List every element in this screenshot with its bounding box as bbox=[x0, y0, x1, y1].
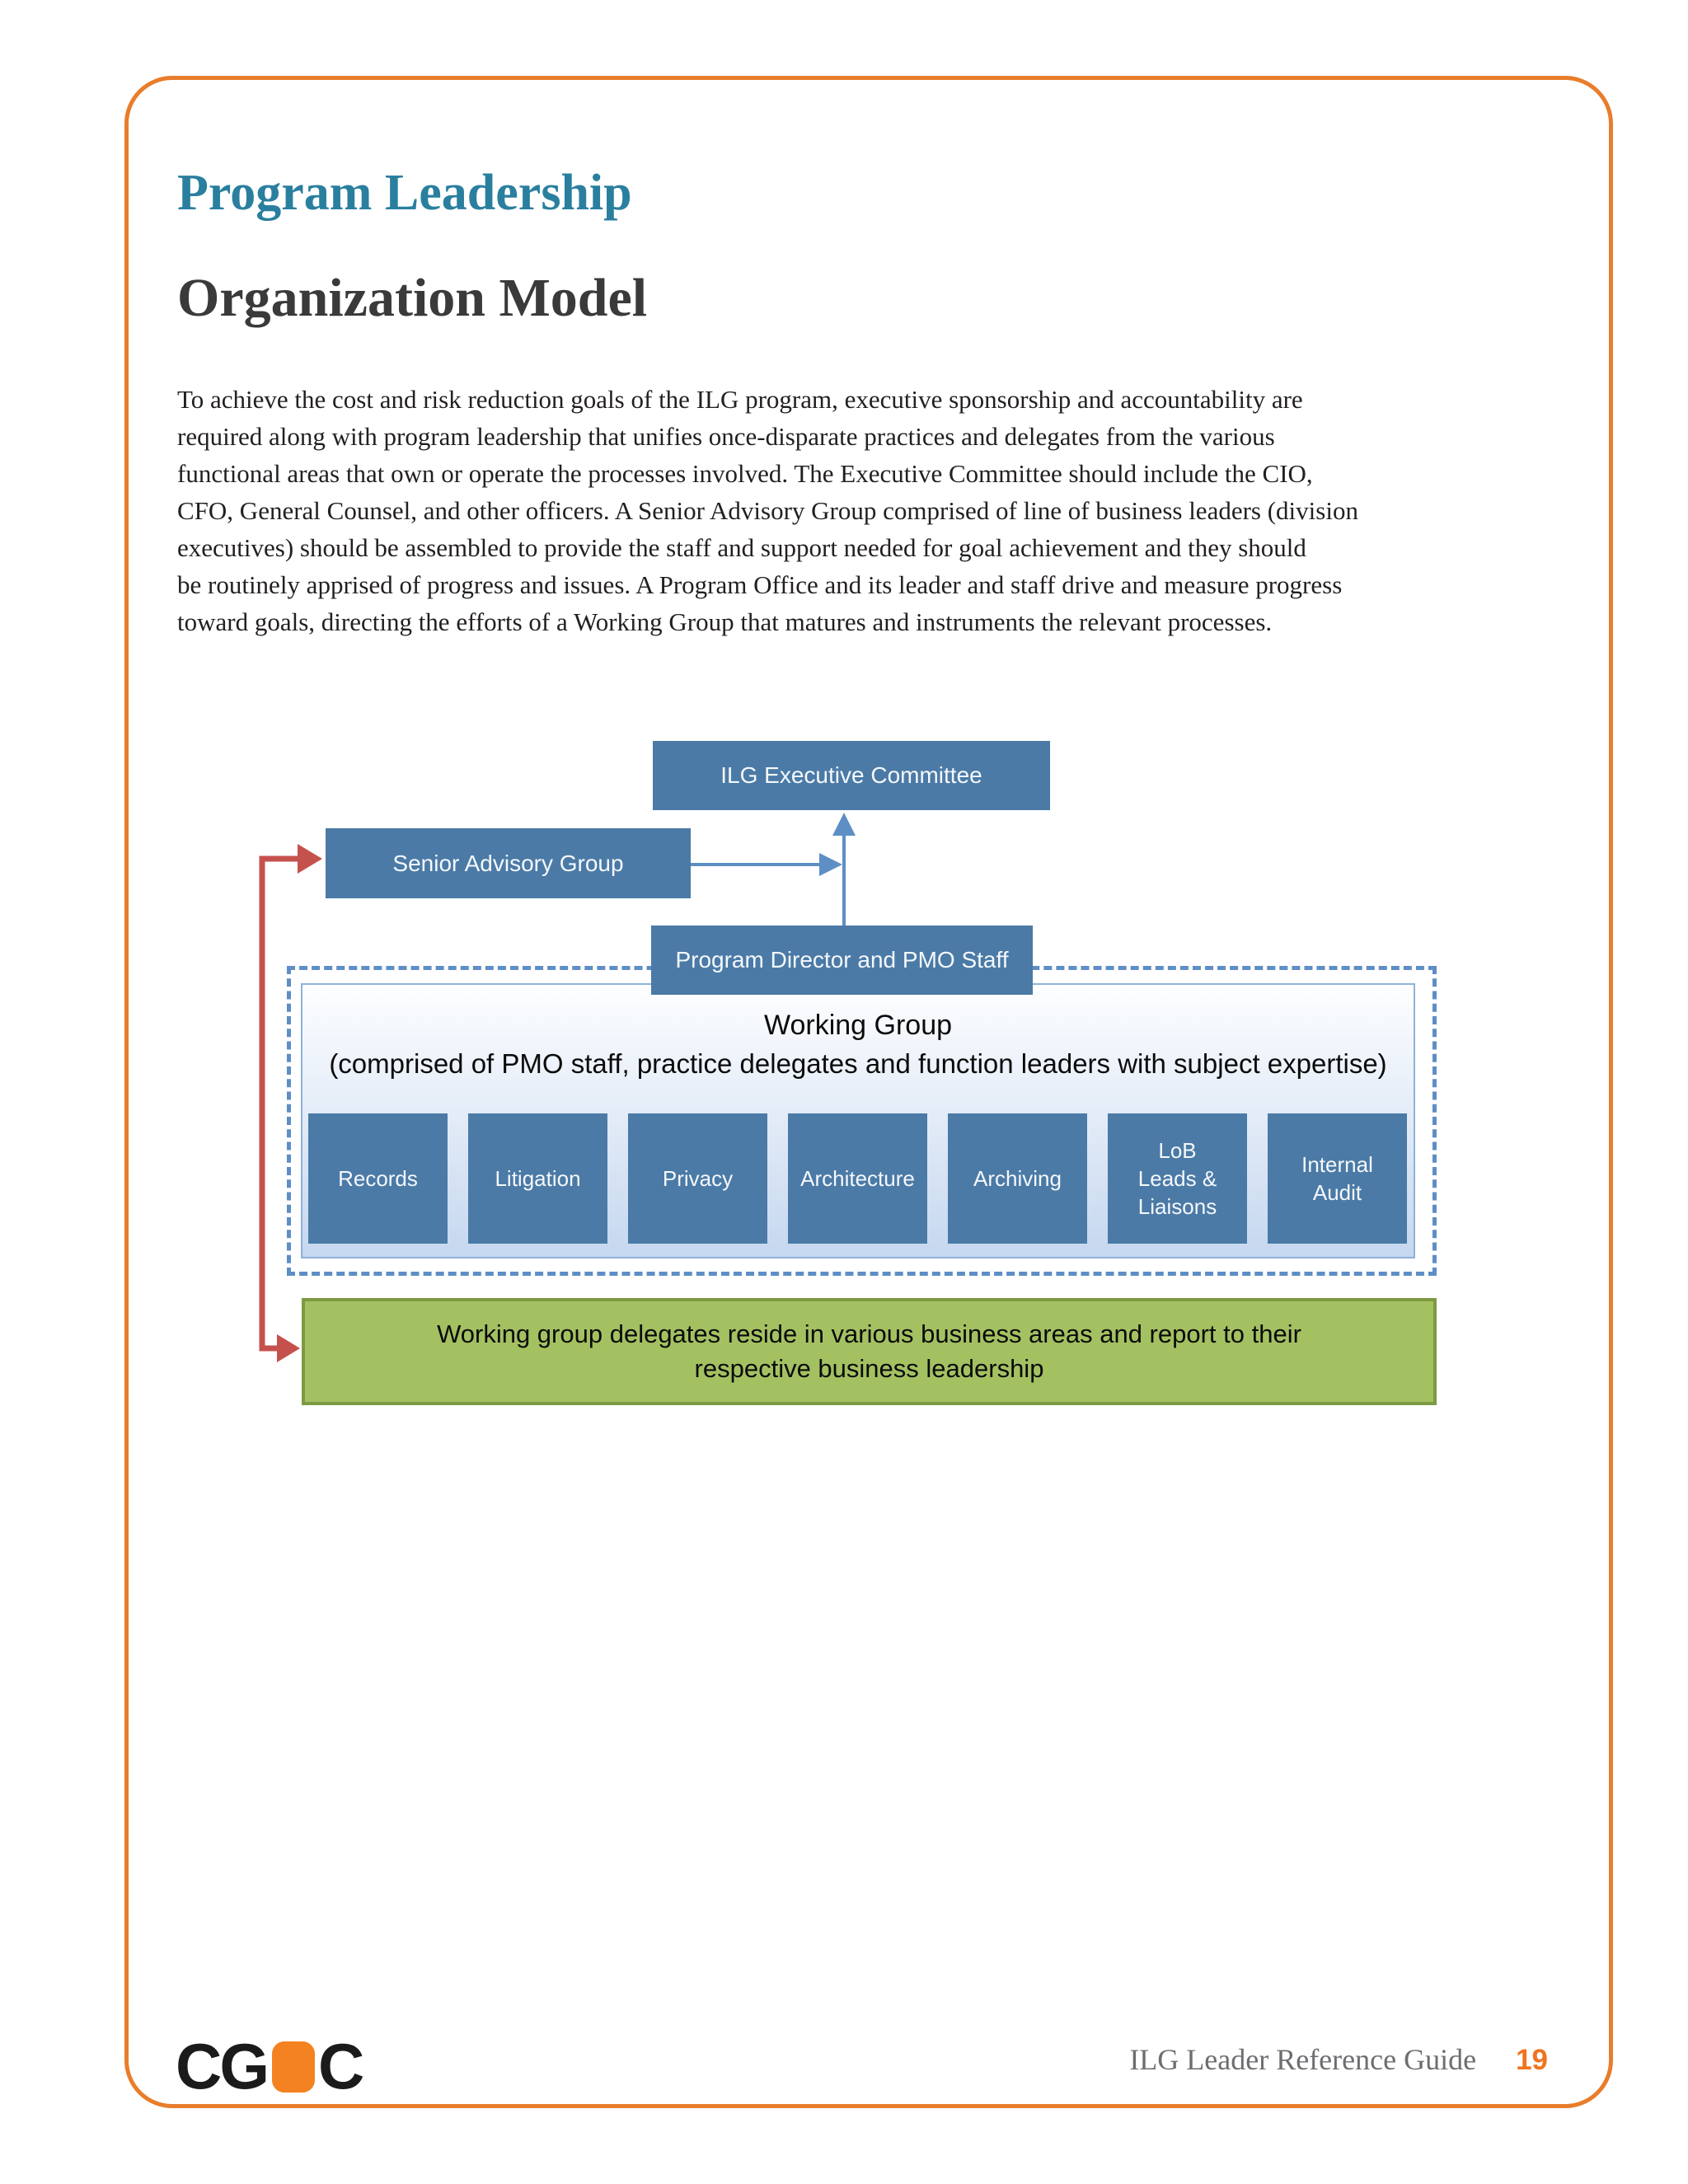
document-title: ILG Leader Reference Guide bbox=[1129, 2043, 1477, 2076]
page-title: Program Leadership bbox=[177, 165, 632, 221]
working-group-member-privacy: Privacy bbox=[628, 1113, 767, 1244]
program-director-box: Program Director and PMO Staff bbox=[651, 926, 1033, 995]
working-group-member-row: Records Litigation Privacy Architecture … bbox=[308, 1113, 1407, 1244]
working-group-subtitle: (comprised of PMO staff, practice delega… bbox=[329, 1048, 1387, 1079]
executive-committee-box: ILG Executive Committee bbox=[653, 741, 1050, 810]
working-group-title: Working Group bbox=[763, 1010, 953, 1041]
intro-paragraph: To achieve the cost and risk reduction g… bbox=[177, 385, 1358, 636]
working-group-container: Working Group (comprised of PMO staff, p… bbox=[301, 983, 1415, 1258]
working-group-member-archiving: Archiving bbox=[948, 1113, 1087, 1244]
working-group-member-lob-leads: LoB Leads & Liaisons bbox=[1108, 1113, 1247, 1244]
working-group-member-records: Records bbox=[308, 1113, 448, 1244]
page-border-frame bbox=[124, 76, 1613, 2108]
cgoc-logo-letter-right: C bbox=[318, 2030, 364, 2102]
working-group-member-internal-audit: Internal Audit bbox=[1268, 1113, 1407, 1244]
working-group-member-litigation: Litigation bbox=[468, 1113, 607, 1244]
working-group-member-architecture: Architecture bbox=[788, 1113, 927, 1244]
cgoc-logo: CG C bbox=[176, 2029, 364, 2104]
section-heading: Organization Model bbox=[177, 268, 648, 328]
page-number: 19 bbox=[1516, 2044, 1548, 2076]
footer-right: ILG Leader Reference Guide 19 bbox=[1129, 2042, 1548, 2077]
senior-advisory-group-box: Senior Advisory Group bbox=[326, 828, 691, 898]
cgoc-logo-o-mark bbox=[272, 2041, 315, 2093]
cgoc-logo-letters-left: CG bbox=[176, 2030, 270, 2102]
delegates-note-box: Working group delegates reside in variou… bbox=[302, 1298, 1437, 1405]
